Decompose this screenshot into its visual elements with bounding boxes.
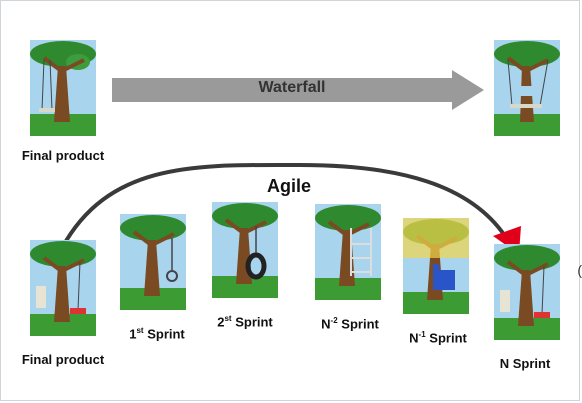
tree-swing-chair-image [403, 218, 469, 314]
sprint-label-1: 1st Sprint [129, 326, 185, 342]
edge-glyph: ( [577, 262, 582, 278]
tile-sprint-2 [212, 202, 278, 298]
tile-sprint-5 [494, 244, 560, 340]
waterfall-start-label: Final product [21, 148, 105, 163]
tile-agile-start [30, 240, 96, 336]
sprint-label-5: N Sprint [499, 356, 551, 371]
waterfall-arrow [112, 70, 484, 110]
agile-start-label: Final product [21, 352, 105, 367]
tile-sprint-1 [120, 214, 186, 310]
sprint-label-2: 2st Sprint [217, 314, 273, 330]
tile-waterfall-end [494, 40, 560, 136]
tree-swing-noose-image [120, 214, 186, 310]
sprint-label-3: N-2 Sprint [321, 316, 379, 332]
tree-swing-sawed-trunk-image [494, 40, 560, 136]
agile-label: Agile [267, 176, 312, 196]
tree-swing-final-image [494, 244, 560, 340]
waterfall-label: Waterfall [258, 79, 326, 96]
tree-swing-tire-seat-image [30, 40, 96, 136]
sprint-label-4: N-1 Sprint [409, 330, 467, 346]
tile-waterfall-start [30, 40, 96, 136]
tile-sprint-3 [315, 204, 381, 300]
tree-swing-hammock-image [30, 240, 96, 336]
tree-swing-tire-image [212, 202, 278, 298]
tree-swing-ladder-image [315, 204, 381, 300]
tile-sprint-4 [403, 218, 469, 314]
